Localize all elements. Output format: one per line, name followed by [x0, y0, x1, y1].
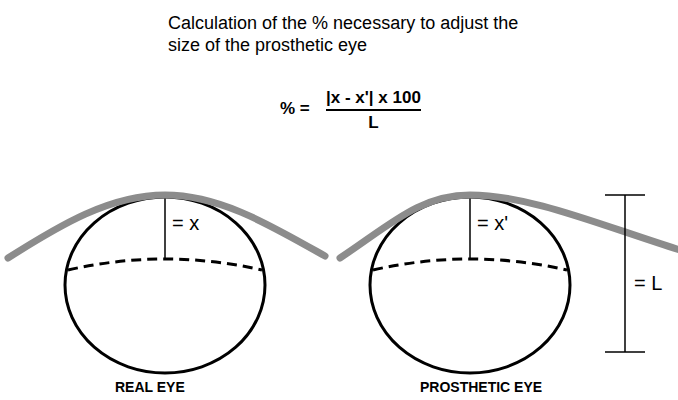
eye-caption: PROSTHETIC EYE — [420, 379, 542, 395]
height-bracket-tick — [605, 194, 645, 196]
depth-label: = x' — [477, 212, 508, 235]
formula-lhs: % = — [280, 99, 310, 119]
prosthetic-eye-depth-line — [469, 197, 471, 259]
height-bracket — [624, 195, 626, 352]
formula-numerator: |x - x'| x 100 — [326, 88, 421, 111]
real-eyelid — [8, 195, 325, 258]
real-eye-outline — [65, 197, 265, 373]
real-eye-dashed-line — [68, 259, 262, 270]
eye-caption: REAL EYE — [115, 379, 185, 395]
formula-denominator: L — [368, 113, 378, 133]
real-eye-depth-line — [164, 197, 166, 259]
prosthetic-eye-outline — [370, 197, 570, 373]
title: Calculation of the % necessary to adjust… — [168, 12, 528, 56]
prosthetic-eyelid — [340, 195, 678, 258]
height-bracket-tick — [605, 351, 645, 353]
prosthetic-eye-dashed-line — [373, 259, 567, 270]
depth-label: = x — [172, 212, 199, 235]
height-label: = L — [634, 272, 662, 295]
